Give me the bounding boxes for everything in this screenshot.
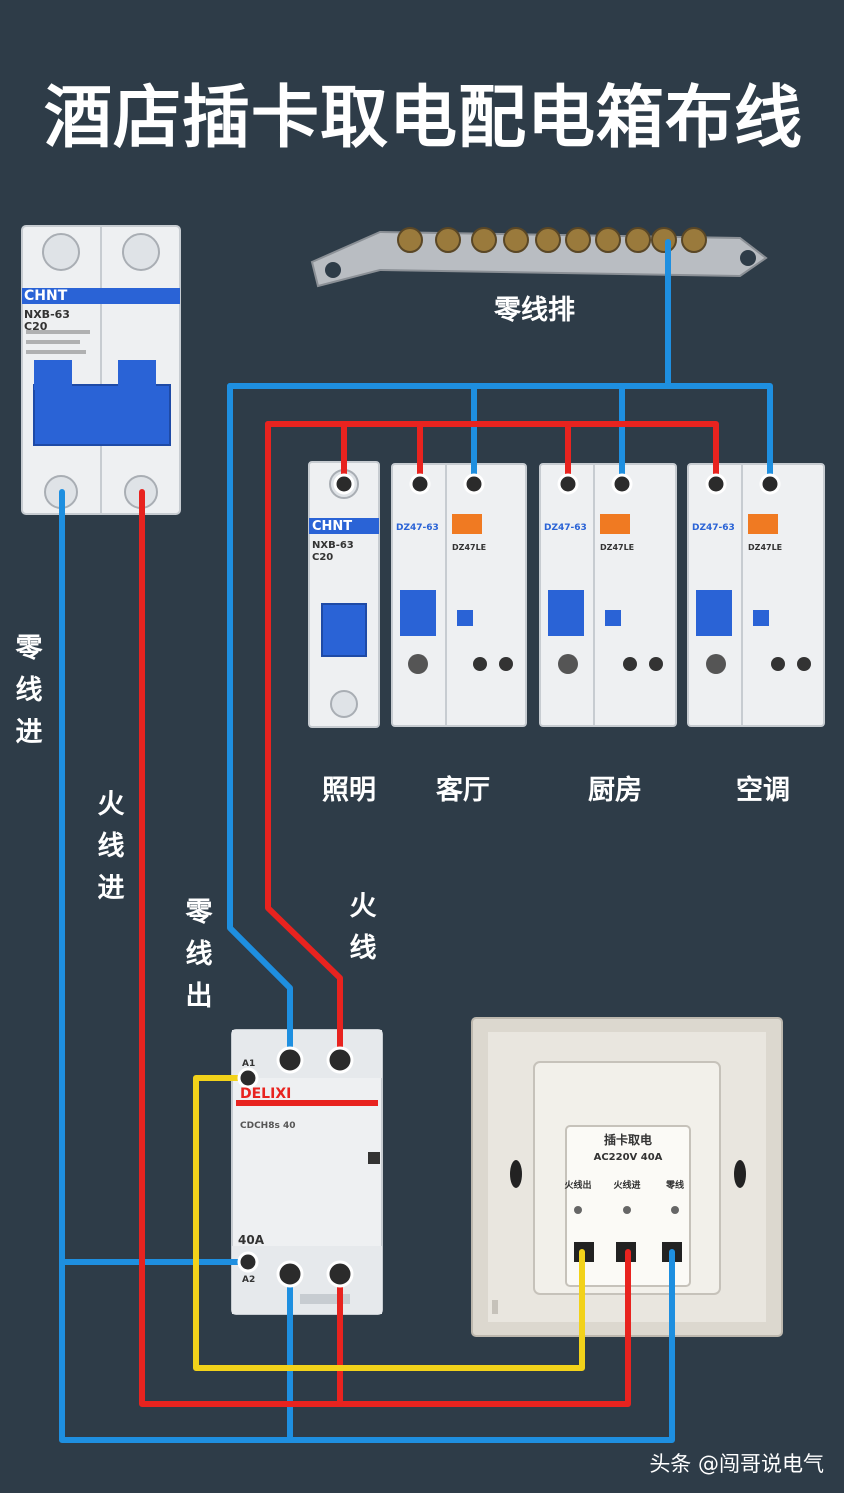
terminals <box>237 473 781 1288</box>
lighting-breaker-brand: CHNT <box>312 519 352 534</box>
main-breaker-model: NXB-63 <box>24 308 70 321</box>
live-wire-distribution <box>265 421 719 487</box>
page-title: 酒店插卡取电配电箱布线 <box>44 79 804 158</box>
main-breaker <box>21 225 181 515</box>
live-wire-in <box>139 489 631 1407</box>
rcbo-model-1: DZ47-63 <box>396 523 439 533</box>
rcbo-air-conditioner <box>687 463 825 727</box>
neutral-out-label: 零线出 <box>185 897 213 1012</box>
card-switch-term-live-in: 火线进 <box>613 1179 640 1191</box>
card-switch-spec: AC220V 40A <box>594 1152 663 1163</box>
contactor-a1: A1 <box>242 1059 255 1069</box>
contactor-brand: DELIXI <box>240 1086 291 1102</box>
watermark: 头条 @闯哥说电气 <box>649 1452 824 1476</box>
rcbo-kitchen <box>539 463 677 727</box>
circuit-label-air-conditioner: 空调 <box>736 775 790 806</box>
neutral-wire-to-contactor <box>227 383 293 1063</box>
contactor <box>231 1029 383 1315</box>
live-label: 火线 <box>349 891 377 964</box>
neutral-bus-bar <box>310 227 768 288</box>
neutral-wire-distribution <box>227 383 773 487</box>
main-breaker-rating: C20 <box>24 320 48 333</box>
card-switch-term-neutral: 零线 <box>665 1179 684 1191</box>
contactor-model: CDCH8s 40 <box>240 1121 296 1131</box>
rcbo-model-2: DZ47-63 <box>544 523 587 533</box>
neutral-bar-label: 零线排 <box>494 295 575 326</box>
live-wire-to-contactor <box>265 421 343 1063</box>
card-switch-term-live-out: 火线出 <box>564 1179 591 1191</box>
circuit-label-living-room: 客厅 <box>436 775 490 806</box>
card-switch-title: 插卡取电 <box>604 1132 652 1147</box>
contactor-a2: A2 <box>242 1275 255 1285</box>
circuit-label-lighting: 照明 <box>322 775 376 806</box>
lighting-breaker-rating: C20 <box>312 552 333 563</box>
live-in-label: 火线进 <box>97 789 125 904</box>
rcbo-sub-1: DZ47LE <box>452 543 486 552</box>
rcbo-sub-3: DZ47LE <box>748 543 782 552</box>
control-wire <box>193 1075 585 1371</box>
lighting-breaker-model: NXB-63 <box>312 540 354 551</box>
contactor-rating: 40A <box>238 1233 265 1247</box>
neutral-in-label: 零线进 <box>15 633 43 748</box>
rcbo-sub-2: DZ47LE <box>600 543 634 552</box>
lighting-breaker <box>308 461 380 728</box>
neutral-wire-in <box>59 489 675 1443</box>
main-breaker-brand: CHNT <box>24 288 68 304</box>
circuit-label-kitchen: 厨房 <box>588 775 642 806</box>
rcbo-living-room <box>391 463 527 727</box>
rcbo-model-3: DZ47-63 <box>692 523 735 533</box>
